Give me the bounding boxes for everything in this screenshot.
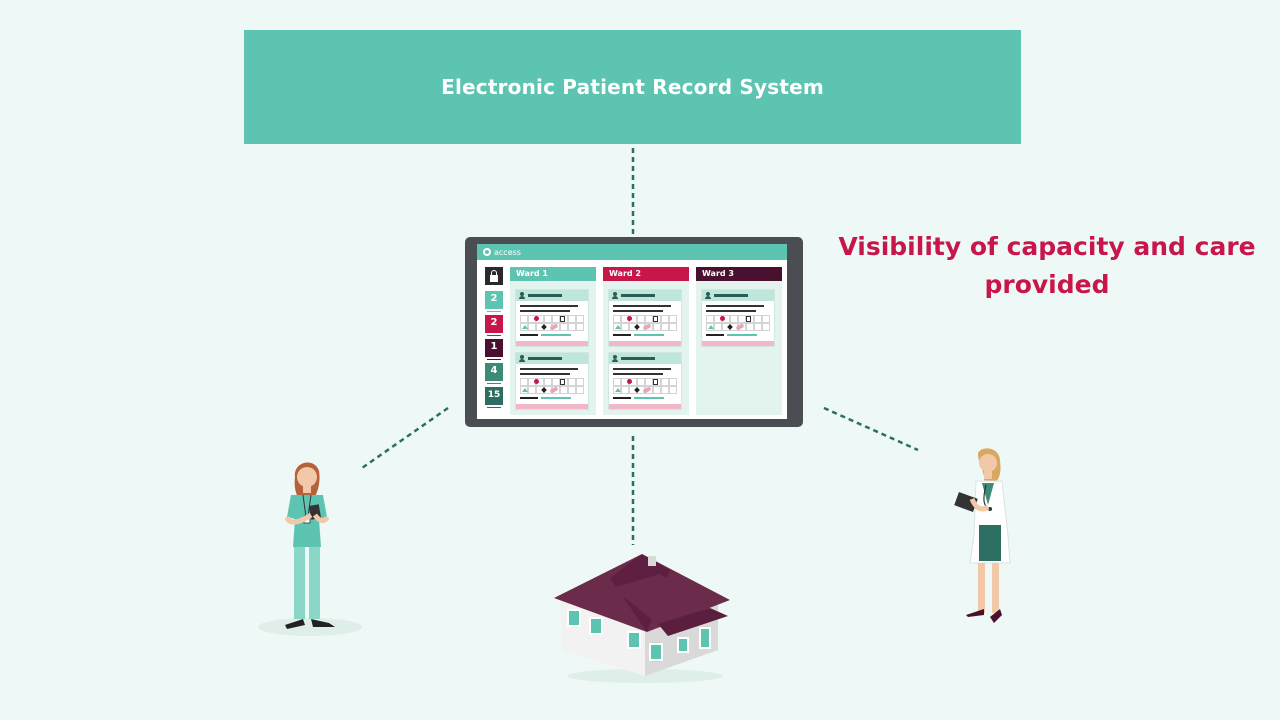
patient-card[interactable] bbox=[515, 289, 589, 347]
patient-card[interactable] bbox=[608, 352, 682, 410]
ehr-system-banner: Electronic Patient Record System bbox=[244, 30, 1021, 144]
connector-tablet-nurse bbox=[361, 406, 449, 470]
ward-column-3: Ward 3 bbox=[696, 267, 782, 415]
capacity-tile-2[interactable]: 2 bbox=[485, 315, 503, 336]
tablet-screen: access 2 2 1 4 15 Ward 1 bbox=[477, 244, 787, 419]
patient-card[interactable] bbox=[515, 352, 589, 410]
access-logo-icon bbox=[483, 248, 491, 256]
banner-title: Electronic Patient Record System bbox=[441, 75, 824, 99]
patient-icon bbox=[519, 292, 525, 299]
connector-tablet-doctor bbox=[823, 406, 919, 452]
app-name: access bbox=[494, 247, 521, 257]
house-icon bbox=[554, 554, 730, 683]
doctor-figure-icon bbox=[954, 448, 1011, 623]
ward-2-header[interactable]: Ward 2 bbox=[603, 267, 689, 281]
ward-column-2: Ward 2 bbox=[603, 267, 689, 415]
capacity-tile-1[interactable]: 2 bbox=[485, 291, 503, 312]
patient-icon bbox=[612, 355, 618, 362]
patient-icon bbox=[612, 292, 618, 299]
patient-card[interactable] bbox=[608, 289, 682, 347]
capacity-tile-3[interactable]: 1 bbox=[485, 339, 503, 360]
capacity-sidebar: 2 2 1 4 15 bbox=[485, 267, 503, 411]
ward-column-1: Ward 1 bbox=[510, 267, 596, 415]
patient-card[interactable] bbox=[701, 289, 775, 347]
ward-3-header[interactable]: Ward 3 bbox=[696, 267, 782, 281]
visibility-caption: Visibility of capacity and care provided bbox=[838, 232, 1256, 299]
patient-icon bbox=[519, 355, 525, 362]
app-header-bar: access bbox=[477, 244, 787, 260]
tablet-device: access 2 2 1 4 15 Ward 1 bbox=[465, 237, 803, 427]
patient-icon bbox=[705, 292, 711, 299]
ward-1-header[interactable]: Ward 1 bbox=[510, 267, 596, 281]
lock-icon[interactable] bbox=[485, 267, 503, 285]
nurse-figure-icon bbox=[258, 462, 362, 636]
capacity-tile-5[interactable]: 15 bbox=[485, 387, 503, 408]
capacity-tile-4[interactable]: 4 bbox=[485, 363, 503, 384]
